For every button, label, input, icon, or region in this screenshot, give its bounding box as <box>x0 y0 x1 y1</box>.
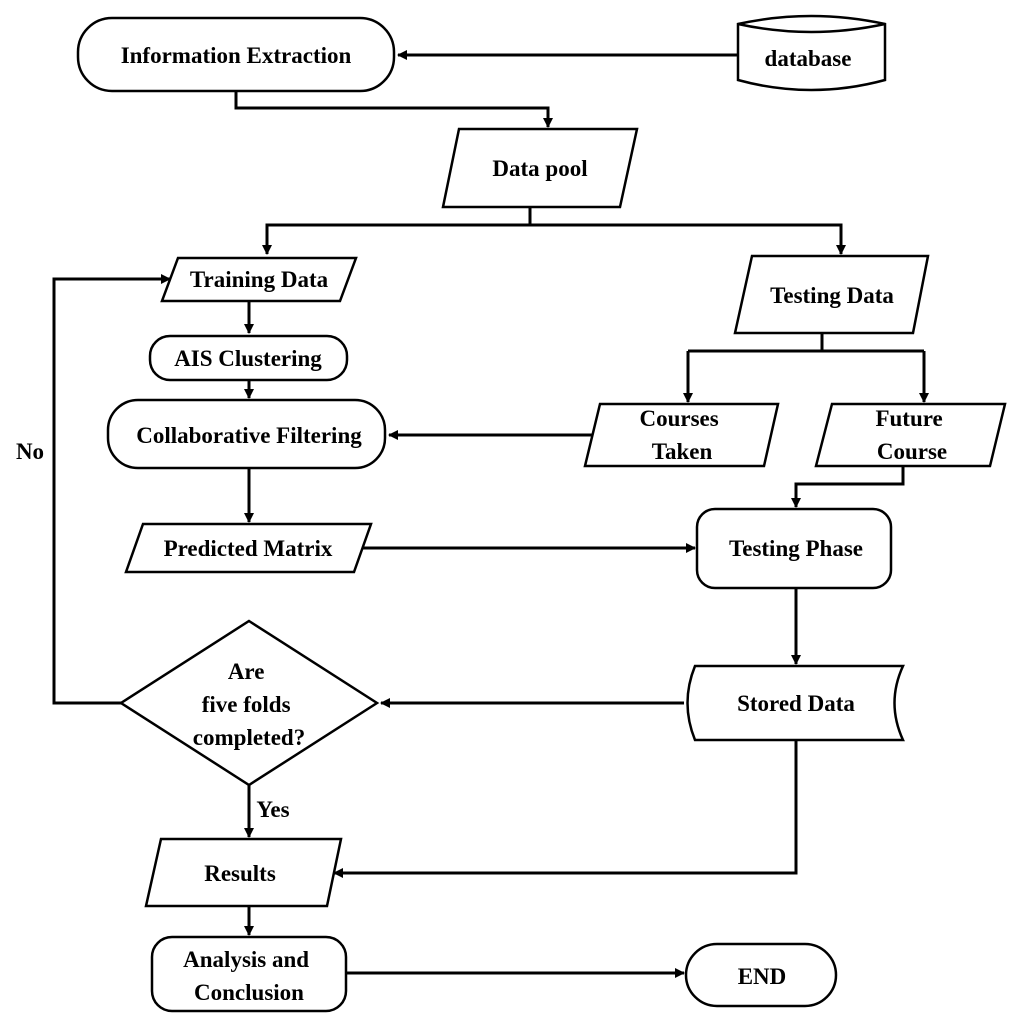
label-testing-data: Testing Data <box>770 283 894 308</box>
label-analysis-and-conclusion: Analysis and Conclusion <box>183 947 315 1005</box>
label-data-pool: Data pool <box>492 156 587 181</box>
label-end: END <box>738 964 787 989</box>
label-decision: Are five folds completed? <box>193 659 305 750</box>
edge-label-no: No <box>16 439 44 464</box>
edge-stored-to-results <box>333 740 798 878</box>
label-courses-taken-line-2: Taken <box>652 439 713 464</box>
label-information-extraction: Information Extraction <box>121 43 352 68</box>
edge-label-yes: Yes <box>256 797 289 822</box>
label-training-data: Training Data <box>190 267 329 292</box>
node-data-pool: Data pool <box>441 127 639 209</box>
label-decision-line-2: five folds <box>202 692 291 717</box>
node-training-data: Training Data <box>160 256 358 303</box>
node-stored-data: Stored Data <box>686 664 905 742</box>
edge-future-to-testing-phase <box>791 466 905 508</box>
node-predicted-matrix: Predicted Matrix <box>124 522 373 574</box>
node-collaborative-filtering: Collaborative Filtering <box>106 398 387 470</box>
label-stored-data: Stored Data <box>737 691 855 716</box>
label-predicted-matrix: Predicted Matrix <box>164 536 333 561</box>
node-ais-clustering: AIS Clustering <box>148 334 349 382</box>
edge-extraction-to-data-pool <box>234 91 553 128</box>
node-testing-phase: Testing Phase <box>695 507 893 590</box>
edge-testing-to-split <box>688 333 924 353</box>
label-database: database <box>765 46 852 71</box>
label-collaborative-filtering: Collaborative Filtering <box>136 423 362 448</box>
node-courses-taken: Courses Taken <box>583 402 780 468</box>
edge-decision-no-loop <box>52 274 171 705</box>
label-future-course-line-1: Future <box>875 406 942 431</box>
label-future-course: Future Course <box>875 406 948 464</box>
label-courses-taken: Courses Taken <box>640 406 725 464</box>
node-results: Results <box>144 837 343 908</box>
node-future-course: Future Course <box>814 402 1007 468</box>
label-analysis-line-2: Conclusion <box>194 980 304 1005</box>
label-decision-line-3: completed? <box>193 725 305 750</box>
label-analysis-line-1: Analysis and <box>183 947 309 972</box>
label-results: Results <box>204 861 276 886</box>
label-testing-phase: Testing Phase <box>729 536 863 561</box>
node-information-extraction: Information Extraction <box>76 16 396 93</box>
node-decision: Are five folds completed? <box>118 619 380 787</box>
node-analysis-and-conclusion: Analysis and Conclusion <box>150 935 348 1013</box>
node-end: END <box>684 942 838 1008</box>
node-database: database <box>736 14 887 92</box>
label-ais-clustering: AIS Clustering <box>174 346 322 371</box>
label-future-course-line-2: Course <box>877 439 947 464</box>
label-decision-line-1: Are <box>228 659 265 684</box>
node-testing-data: Testing Data <box>733 254 930 335</box>
label-courses-taken-line-1: Courses <box>640 406 719 431</box>
edge-data-pool-to-training <box>262 207 532 255</box>
edge-data-pool-to-testing <box>530 223 846 255</box>
